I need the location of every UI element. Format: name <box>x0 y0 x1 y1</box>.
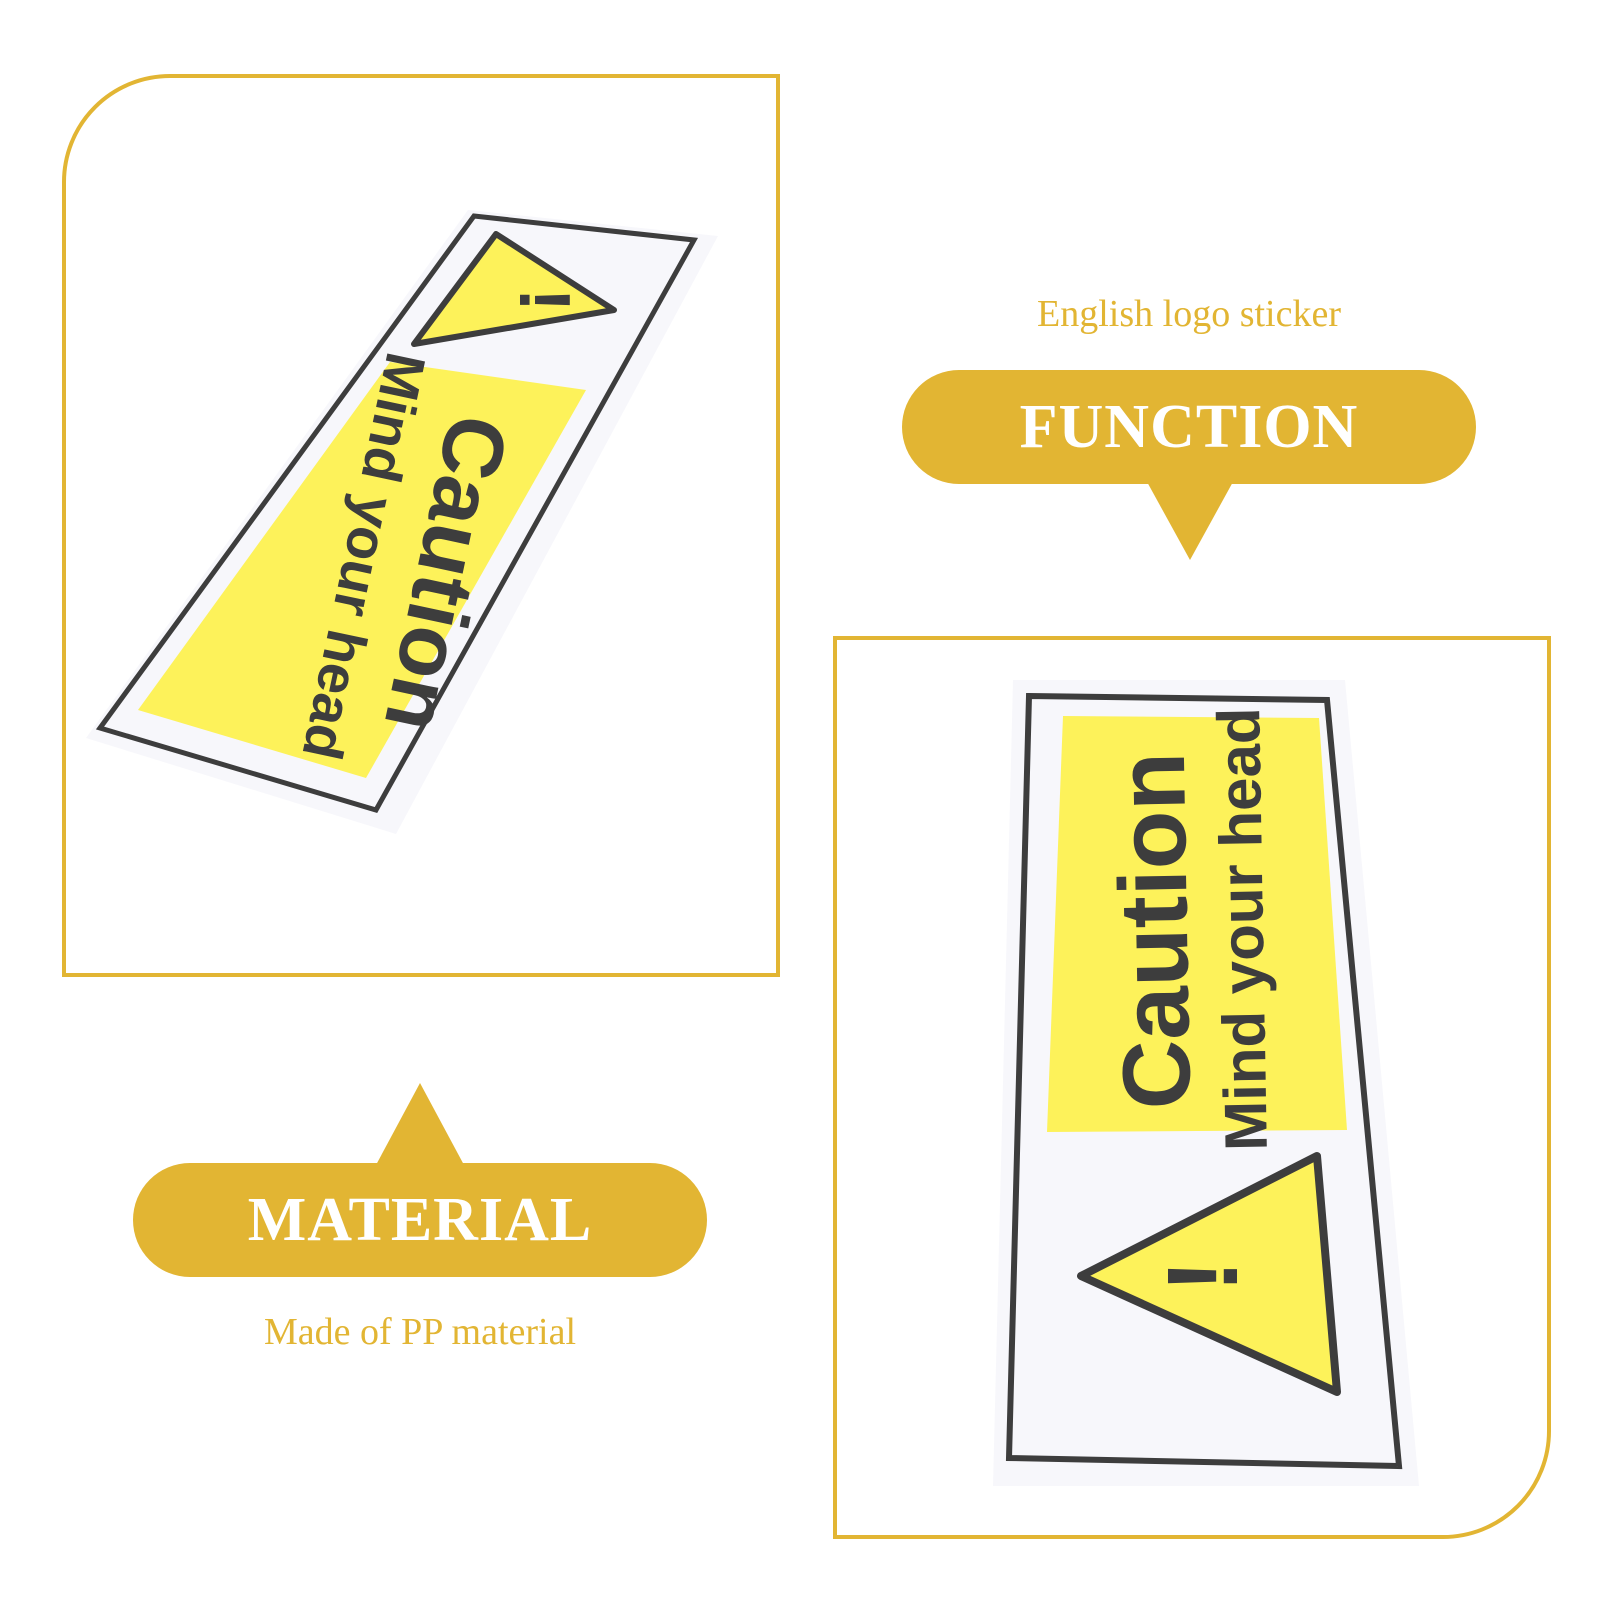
caution-title: Caution <box>1098 751 1211 1110</box>
product-photo-angled: ! Caution Mind your head <box>62 74 780 977</box>
sticker-upright: Caution Mind your head ! <box>993 680 1419 1486</box>
sticker-yellow-panel <box>138 362 586 778</box>
material-label: MATERIAL <box>133 1163 707 1277</box>
material-pointer <box>376 1083 464 1165</box>
warning-triangle-icon <box>411 231 617 347</box>
sticker-border <box>95 213 699 813</box>
caution-subtitle: Mind your head <box>1205 707 1280 1151</box>
sticker-yellow-panel <box>1047 716 1347 1132</box>
sticker-angled: ! Caution Mind your head <box>86 210 718 834</box>
function-caption: English logo sticker <box>1037 293 1341 335</box>
warning-triangle-icon <box>1077 1152 1341 1396</box>
material-caption: Made of PP material <box>263 1311 576 1353</box>
function-label: FUNCTION <box>902 370 1476 484</box>
sticker-border <box>1005 692 1403 1470</box>
product-photo-upright: Caution Mind your head ! <box>833 636 1551 1539</box>
function-pointer <box>1146 480 1234 560</box>
exclamation-mark: ! <box>1147 1259 1259 1292</box>
exclamation-mark: ! <box>504 288 584 312</box>
